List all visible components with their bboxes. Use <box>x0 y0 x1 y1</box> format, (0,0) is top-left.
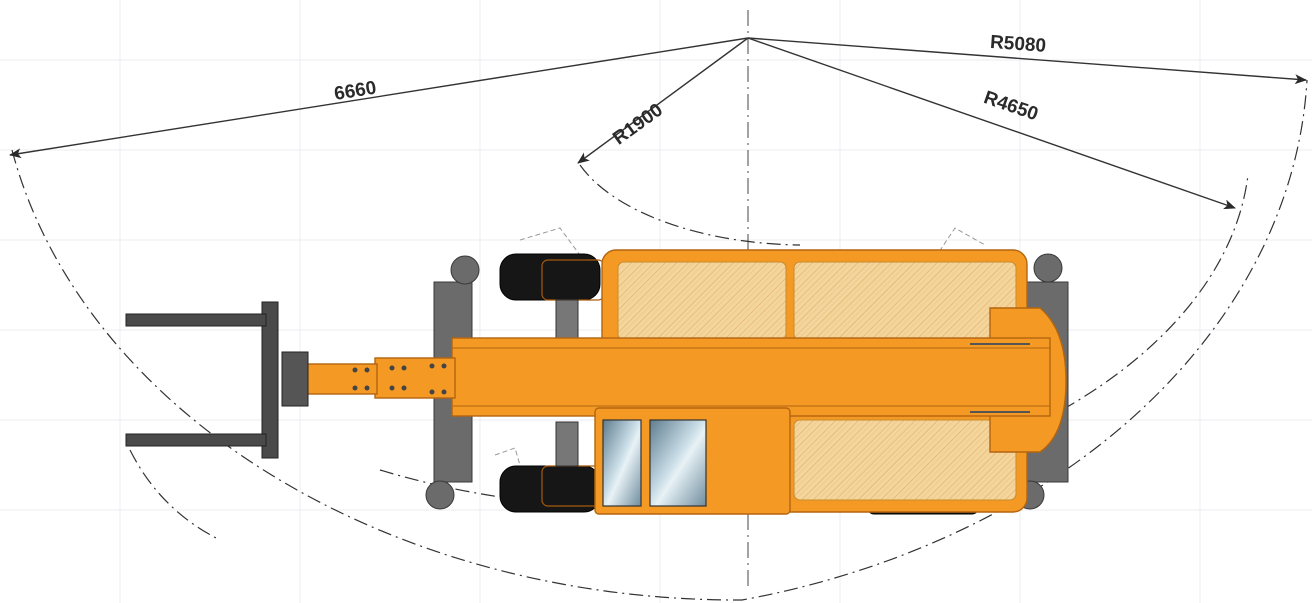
cab-window-left <box>602 419 642 507</box>
telescopic-boom-main <box>451 337 1051 417</box>
wheel-turn-ghost-ft <box>519 227 586 263</box>
boom-pin-holes <box>352 363 447 395</box>
engine-cover-left <box>617 261 787 341</box>
outer-turning-arc <box>11 79 1308 601</box>
cab-window-right <box>649 419 707 507</box>
fork-tine-bottom <box>125 433 267 447</box>
fork-tine-top <box>125 313 267 327</box>
fork-carriage-plate <box>281 351 309 407</box>
front-steering-link-bottom <box>555 421 579 467</box>
front-left-hub <box>541 259 605 301</box>
dim-line-r4650 <box>747 37 1236 210</box>
label-r4650: R4650 <box>981 87 1041 125</box>
fork-carriage-bar <box>261 301 279 459</box>
dim-line-r5080 <box>747 37 1307 85</box>
label-r1900: R1900 <box>609 100 667 150</box>
dim-line-r1900 <box>577 37 749 164</box>
label-r5080: R5080 <box>989 32 1046 57</box>
stabilizer-pad-rear-top <box>1033 253 1063 283</box>
engine-cover-lower <box>793 419 1017 501</box>
front-steering-link-top <box>555 299 579 343</box>
stabilizer-pad-front-top <box>450 255 480 285</box>
wheel-turn-ghost-rt <box>934 227 986 259</box>
inner-turning-arc <box>579 164 801 246</box>
label-6660: 6660 <box>333 78 378 105</box>
engine-cover-right <box>793 261 1017 341</box>
dim-line-6660 <box>9 37 749 159</box>
telehandler-top-view <box>125 227 1069 515</box>
stabilizer-pad-front-bottom <box>425 480 455 510</box>
